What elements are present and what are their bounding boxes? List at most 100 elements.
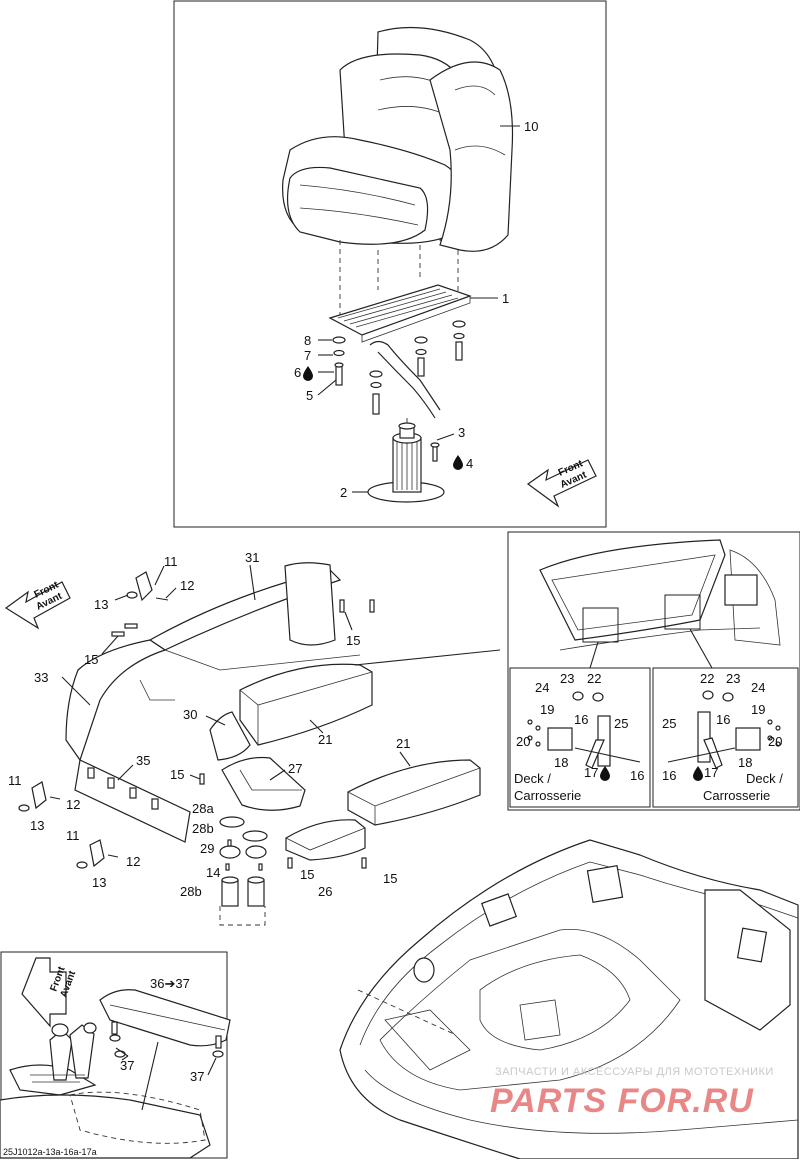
clip-11-top — [126, 571, 169, 602]
callout-24: 24 — [535, 680, 549, 695]
callout-25: 25 — [662, 716, 676, 731]
callout-18: 18 — [738, 755, 752, 770]
leader-line — [399, 751, 411, 767]
cup-holders — [219, 816, 268, 907]
leader-line — [344, 611, 353, 631]
seat-panel-frame — [173, 0, 607, 528]
drop-icon — [600, 766, 610, 781]
callout-28b: 28b — [192, 821, 214, 836]
carrosserie-label: Carrosserie — [514, 788, 581, 803]
callout-15: 15 — [170, 767, 184, 782]
callout-33: 33 — [34, 670, 48, 685]
callout-1: 1 — [502, 291, 509, 306]
leader-line — [269, 769, 286, 781]
front-arrow-bottom: Front Avant — [21, 957, 78, 1028]
callout-37: 37 — [190, 1069, 204, 1084]
callout-29: 29 — [200, 841, 214, 856]
callout-20: 20 — [768, 734, 782, 749]
leader-line — [117, 764, 134, 781]
leader-line — [205, 715, 226, 726]
screws-15 — [111, 599, 375, 871]
drop-icon — [693, 766, 703, 781]
clip-11-mid — [18, 781, 61, 812]
deck-label: Deck / — [514, 771, 551, 786]
callout-15: 15 — [383, 871, 397, 886]
seat-plate — [328, 284, 472, 419]
drop-icon — [453, 455, 463, 470]
front-arrow-left: Front Avant — [4, 579, 71, 630]
callout-12: 12 — [66, 797, 80, 812]
carrosserie-label: Carrosserie — [703, 788, 770, 803]
leader-line — [61, 676, 91, 706]
armrest-36 — [99, 989, 231, 1058]
leader-line — [309, 719, 324, 734]
leader-line — [589, 641, 599, 669]
hinge-left — [527, 691, 641, 769]
callout-36-37: 36➔37 — [150, 976, 190, 991]
callout-17: 17 — [584, 765, 598, 780]
fastener-stack-left — [332, 336, 346, 386]
detail-hinge-right-frame — [652, 667, 799, 808]
callout-30: 30 — [183, 707, 197, 722]
callout-15: 15 — [346, 633, 360, 648]
throttle-controls — [9, 1022, 97, 1096]
front-arrow-top: Front Avant — [526, 458, 597, 508]
callout-6: 6 — [294, 365, 301, 380]
callout-23: 23 — [560, 671, 574, 686]
leader-line — [114, 594, 129, 601]
hinge-right — [667, 690, 781, 769]
drop-icon — [303, 366, 313, 381]
callout-17: 17 — [704, 765, 718, 780]
callout-11: 11 — [66, 828, 80, 843]
callout-2: 2 — [340, 485, 347, 500]
dash-line — [219, 906, 266, 926]
leader-line — [165, 587, 177, 599]
cushion-27 — [221, 756, 306, 811]
cushion-21-upper — [239, 663, 373, 746]
callout-35: 35 — [136, 753, 150, 768]
fastener-stack-right — [414, 320, 466, 377]
callout-15: 15 — [300, 867, 314, 882]
callout-27: 27 — [288, 761, 302, 776]
callout-21: 21 — [396, 736, 410, 751]
leader-line — [189, 774, 201, 780]
hull-deck — [339, 839, 799, 1160]
fastener-stack-center — [369, 370, 383, 415]
leader-line — [101, 635, 119, 655]
cushion-21-lower — [347, 759, 481, 826]
leader-line — [249, 564, 256, 601]
callout-21: 21 — [318, 732, 332, 747]
leader-line — [207, 1057, 217, 1076]
callout-13: 13 — [92, 875, 106, 890]
leader-line — [436, 433, 455, 441]
leader-line — [115, 1047, 129, 1057]
callout-24: 24 — [751, 680, 765, 695]
screw-3 — [430, 442, 440, 462]
callout-14: 14 — [206, 865, 220, 880]
callout-4: 4 — [466, 456, 473, 471]
callout-16: 16 — [630, 768, 644, 783]
watermark-caption: ЗАПЧАСТИ И АКСЕССУАРЫ ДЛЯ МОТОТЕХНИКИ — [495, 1066, 774, 1078]
callout-28a: 28a — [192, 801, 214, 816]
deck-label: Deck / — [746, 771, 783, 786]
callout-22: 22 — [587, 671, 601, 686]
callout-23: 23 — [726, 671, 740, 686]
detail-hinge-left-frame — [509, 667, 651, 808]
callout-19: 19 — [751, 702, 765, 717]
callout-12: 12 — [126, 854, 140, 869]
callout-11: 11 — [164, 554, 178, 569]
watermark-brand: PARTS FOR.RU — [490, 1082, 754, 1120]
callout-18: 18 — [554, 755, 568, 770]
callout-7: 7 — [304, 348, 311, 363]
detail-box-frame — [507, 531, 800, 811]
callout-16: 16 — [716, 712, 730, 727]
callout-22: 22 — [700, 671, 714, 686]
leader-line — [141, 1041, 159, 1111]
side-panel-33 — [65, 639, 175, 762]
cushion-26 — [285, 819, 366, 861]
seat-assembly — [282, 26, 514, 252]
storage-lid-detail — [539, 539, 781, 651]
callout-10: 10 — [524, 119, 538, 134]
